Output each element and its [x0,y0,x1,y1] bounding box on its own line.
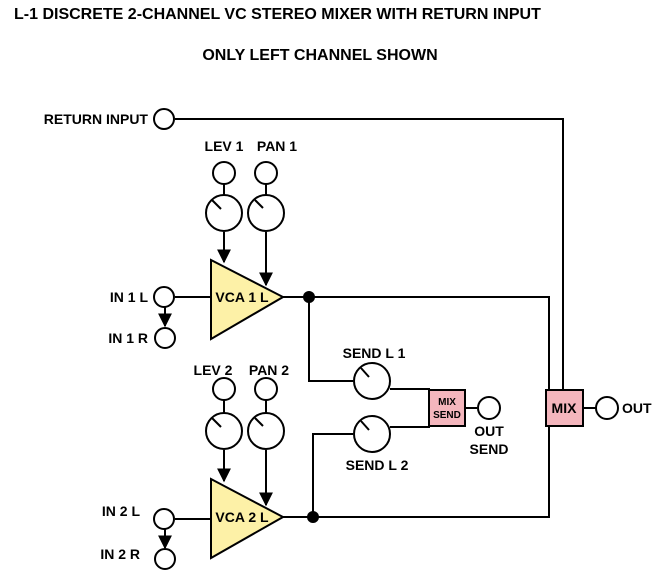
pan2-label: PAN 2 [249,362,289,378]
in2r-label: IN 2 R [100,546,140,562]
pan2-knob[interactable] [247,412,285,450]
vca2-label: VCA 2 L [215,509,269,525]
return-input-label: RETURN INPUT [44,111,149,127]
in2l-label: IN 2 L [102,503,141,519]
pan2-jack[interactable] [254,377,278,401]
lev2-label: LEV 2 [194,362,233,378]
vca2-amplifier [210,477,286,560]
lev1-knob[interactable] [205,194,243,232]
out-send-jack[interactable] [477,396,501,420]
in1r-jack[interactable] [154,327,176,349]
diagram-title: L-1 DISCRETE 2-CHANNEL VC STEREO MIXER W… [14,6,541,23]
mix-label: MIX [552,400,578,416]
vca2-output-wire [283,426,550,518]
vca1-amplifier [210,258,286,341]
mix-box [545,389,584,427]
vca1-output-wire [283,296,550,390]
out-label: OUT [622,400,652,416]
mix-send-label-line2: SEND [433,410,461,421]
pan1-label: PAN 1 [257,138,297,154]
in2l-jack[interactable] [153,508,175,530]
send-l1-tap-wire [308,297,353,382]
lev2-knob[interactable] [205,412,243,450]
send-l2-tap-wire [312,433,353,517]
lev1-label: LEV 1 [205,138,244,154]
junction-dot-2 [307,511,319,523]
mix-send-box [428,389,466,427]
in1l-jack[interactable] [153,286,175,308]
return-input-wire [175,118,564,390]
lev2-jack[interactable] [212,377,236,401]
send-l1-label: SEND L 1 [343,345,406,361]
send-l2-label: SEND L 2 [346,457,409,473]
diagram-subtitle: ONLY LEFT CHANNEL SHOWN [202,47,438,64]
lev1-jack[interactable] [212,161,236,185]
mix-send-label-line1: MIX [438,397,456,408]
junction-dot-1 [303,291,315,303]
in1l-label: IN 1 L [110,289,149,305]
out-send-label-line2: SEND [470,441,509,457]
send-l1-knob[interactable] [353,362,391,400]
pan1-knob[interactable] [247,194,285,232]
return-input-jack[interactable] [153,108,175,130]
out-send-label-line1: OUT [474,423,504,439]
send-l2-knob[interactable] [353,415,391,453]
vca1-label: VCA 1 L [215,289,269,305]
out-jack[interactable] [595,396,619,420]
in2r-jack[interactable] [154,548,176,570]
pan1-jack[interactable] [254,161,278,185]
in1r-label: IN 1 R [108,330,148,346]
